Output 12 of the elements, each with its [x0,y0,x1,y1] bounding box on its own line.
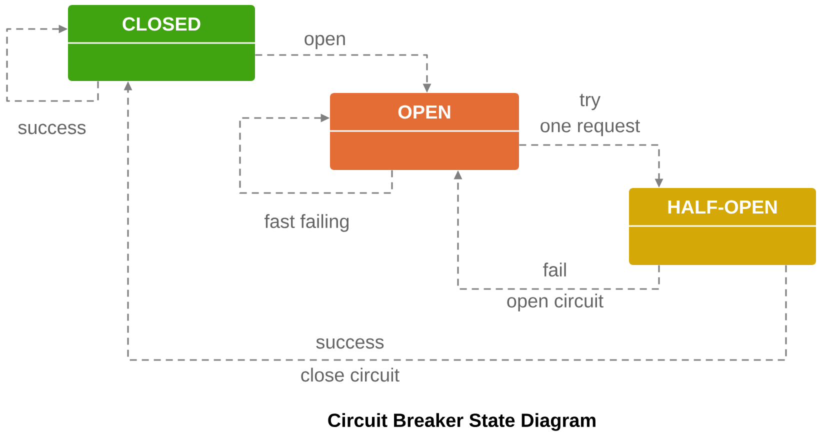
state-box: CLOSED [68,5,255,81]
edge-label: success [18,124,86,134]
arrow [239,114,393,194]
state-box: HALF-OPEN [629,188,816,265]
edge-label: open [304,34,345,50]
edge-label: success close circuit [301,338,400,382]
edge-label: try one request [540,94,640,136]
state-box: OPEN [330,93,519,170]
edge-label: fail open circuit [507,262,604,312]
arrow [6,24,99,102]
edge-label: fast failing [264,214,349,232]
title: Circuit Breaker State Diagram [328,413,596,431]
